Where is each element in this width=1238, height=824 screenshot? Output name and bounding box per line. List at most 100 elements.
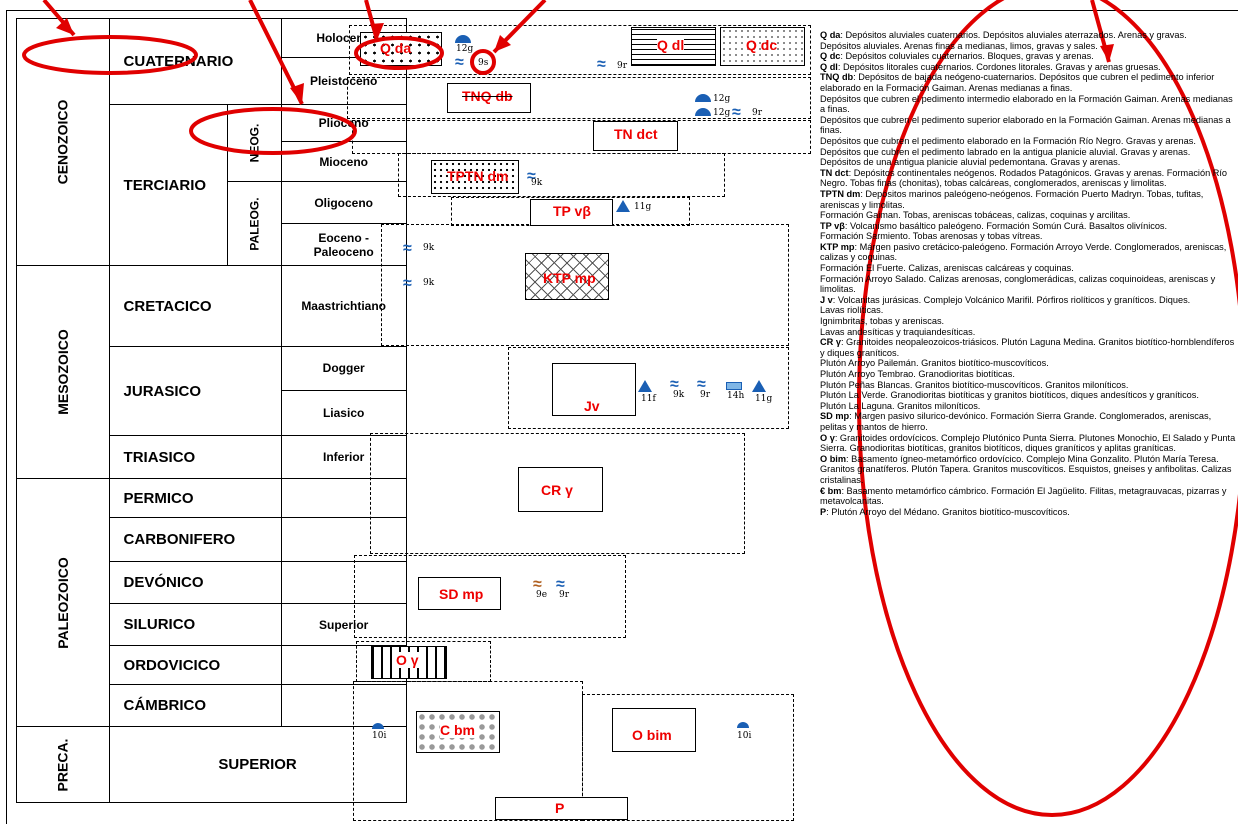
- unit-label-p: P: [555, 800, 565, 816]
- dome-symbol-icon: [372, 723, 384, 729]
- legend-description: : Depósitos de bajada neógeno-cuaternari…: [820, 72, 1215, 93]
- symbol-code-9k: 9k: [531, 178, 543, 188]
- legend-description: : Volcanitas jurásicas. Complejo Volcáni…: [832, 294, 1191, 305]
- system-cuaternario: CUATERNARIO: [108, 18, 282, 105]
- wave-symbol-icon: ≈: [670, 376, 679, 393]
- wave-symbol-icon: ≈: [455, 54, 464, 71]
- legend-entry: Lavas andesíticas y traquiandesíticas.: [820, 327, 1238, 338]
- symbol-code-11g: 11g: [755, 394, 773, 404]
- unit-label-og: O γ: [396, 652, 419, 668]
- unit-label-tndct: TN dct: [614, 126, 658, 142]
- legend-entry: J v: Volcanitas jurásicas. Complejo Volc…: [820, 295, 1238, 306]
- legend-code: P: [820, 506, 827, 517]
- unit-label-qdc: Q dc: [746, 37, 778, 53]
- legend-description: Plutón La Laguna. Granitos miloníticos.: [820, 400, 981, 411]
- wave-symbol-icon: ≈: [533, 576, 542, 593]
- rectangle-symbol-icon: [726, 382, 742, 390]
- legend-entry: Plutón Peñas Blancas. Granitos biotítico…: [820, 380, 1238, 391]
- unit-range-tnqdb: [347, 77, 811, 119]
- system-cambrico: CÁMBRICO: [108, 684, 282, 727]
- symbol-code-10i: 10i: [737, 731, 752, 741]
- unit-box-crg: [518, 467, 603, 512]
- symbol-code-10i: 10i: [372, 731, 387, 741]
- legend-code: TNQ db: [820, 72, 854, 83]
- unit-label-qda: Q da: [380, 40, 412, 56]
- legend-code: TPTN dm: [820, 188, 861, 199]
- legend-entry: Depósitos de una antigua planicie aluvia…: [820, 157, 1238, 168]
- unit-box-tpvb: [530, 199, 613, 226]
- legend-description: Ignimbritas, tobas y areniscas.: [820, 316, 945, 327]
- legend-description: Depósitos que cubren el pedimento elabor…: [820, 135, 1196, 146]
- legend-description: : Volcanismo basáltico paleógeno. Formac…: [844, 220, 1168, 231]
- legend-description: Depósitos que cubren el pedimento superi…: [820, 114, 1231, 136]
- legend-description: : Márgen pasivo cretácico-paleógeno. For…: [820, 241, 1227, 263]
- unit-range-obim: [582, 694, 794, 821]
- symbol-code-12g: 12g: [713, 108, 731, 118]
- legend-code: Q da: [820, 30, 841, 40]
- legend-code: KTP mp: [820, 241, 855, 252]
- legend-description: : Depósitos marinos paleógeno-neógenos. …: [820, 188, 1204, 210]
- system-terciario: TERCIARIO: [108, 104, 228, 266]
- era-paleozoico: PALEOZOICO: [16, 478, 110, 727]
- legend-entry: O γ: Granitoides ordovícicos. Complejo P…: [820, 433, 1238, 454]
- legend-entry: Formación El Fuerte. Calizas, areniscas …: [820, 263, 1238, 274]
- legend-description: Plutón Peñas Blancas. Granitos biotítico…: [820, 379, 1129, 390]
- legend-entry: KTP mp: Márgen pasivo cretácico-paleógen…: [820, 242, 1238, 263]
- wave-symbol-icon: ≈: [597, 56, 606, 73]
- subsystem-neog: NEOG.: [226, 104, 282, 182]
- legend-description: : Granitoides neopaleozoicos-triásicos. …: [820, 337, 1235, 358]
- unit-label-ktpmp: KTP mp: [543, 270, 596, 286]
- arrowhead: [56, 18, 74, 35]
- wave-symbol-icon: ≈: [556, 576, 565, 593]
- legend-description: : Depósitos litorales cuaternarios. Cord…: [837, 61, 1161, 72]
- arrowhead: [1100, 44, 1114, 62]
- legend-entry: TP vβ: Volcanismo basáltico paleógeno. F…: [820, 221, 1238, 232]
- dome-symbol-icon: [737, 722, 749, 728]
- legend-description: Plutón Arroyo Pailemán. Granitos biotíti…: [820, 358, 1049, 369]
- wave-symbol-icon: ≈: [403, 275, 412, 292]
- series-empty: [280, 517, 407, 562]
- legend-entry: Q dl: Depósitos litorales cuaternarios. …: [820, 62, 1238, 73]
- legend-code: O bim: [820, 453, 847, 464]
- legend-entry: € bm: Basamento metamórfico cámbrico. Fo…: [820, 486, 1238, 507]
- legend-entry: Q da: Depósitos aluviales cuaternarios. …: [820, 30, 1238, 41]
- legend-code: € bm: [820, 485, 842, 496]
- legend-entry: TNQ db: Depósitos de bajada neógeno-cuat…: [820, 72, 1238, 93]
- legend-entry: P: Plutón Arroyo del Médano. Granitos bi…: [820, 507, 1238, 518]
- triangle-symbol-icon: [752, 380, 766, 392]
- legend-entry: Formación Gaiman. Tobas, areniscas tobác…: [820, 210, 1238, 221]
- legend-code: Q dl: [820, 61, 838, 72]
- legend-description: Formación Sarmiento. Tobas arenosas y to…: [820, 231, 1043, 242]
- dome-symbol-icon: [695, 94, 711, 102]
- unit-box-p: [495, 797, 628, 820]
- annotation-ellipse-cuaternario: [22, 35, 198, 75]
- legend-description: Plutón Arroyo Tembrao. Granodioritas bio…: [820, 369, 1015, 379]
- system-ordovicico: ORDOVICICO: [108, 645, 282, 685]
- legend-code: CR γ: [820, 337, 841, 348]
- legend-entry: Formación Arroyo Salado. Calizas arenosa…: [820, 274, 1238, 295]
- unit-label-crg: CR γ: [541, 482, 573, 498]
- legend-entry: Plutón Arroyo Pailemán. Granitos biotíti…: [820, 358, 1238, 369]
- unit-box-qda: [360, 32, 442, 66]
- legend-code: J v: [820, 294, 833, 305]
- wave-symbol-icon: ≈: [697, 376, 706, 393]
- symbol-code-9k: 9k: [423, 278, 435, 288]
- symbol-code-9k: 9k: [673, 390, 685, 400]
- symbol-code-14h: 14h: [727, 391, 745, 401]
- legend-description: Depósitos que cubren el pedimento interm…: [820, 93, 1233, 115]
- legend-description: Formación Gaiman. Tobas, areniscas tobác…: [820, 210, 1131, 221]
- annotation-circle-9s: [470, 49, 496, 75]
- legend-entry: Lavas riolíticas.: [820, 305, 1238, 316]
- wave-symbol-icon: ≈: [527, 168, 536, 185]
- legend-code: Q dc: [820, 51, 841, 62]
- legend-code: SD mp: [820, 411, 850, 422]
- stratigraphic-column: CENOZOICO CUATERNARIO Holoceno Pleistoce…: [16, 18, 407, 803]
- legend-entry: Depósitos que cubren el pedimento interm…: [820, 94, 1238, 115]
- legend-code: TP vβ: [820, 220, 845, 231]
- legend-entry: TN dct: Depósitos continentales neógenos…: [820, 168, 1238, 189]
- legend-description: : Depósitos continentales neógenos. Roda…: [820, 167, 1228, 189]
- symbol-code-9r: 9r: [617, 61, 628, 71]
- triangle-symbol-icon: [638, 380, 652, 392]
- unit-box-ktpmp: [525, 253, 609, 300]
